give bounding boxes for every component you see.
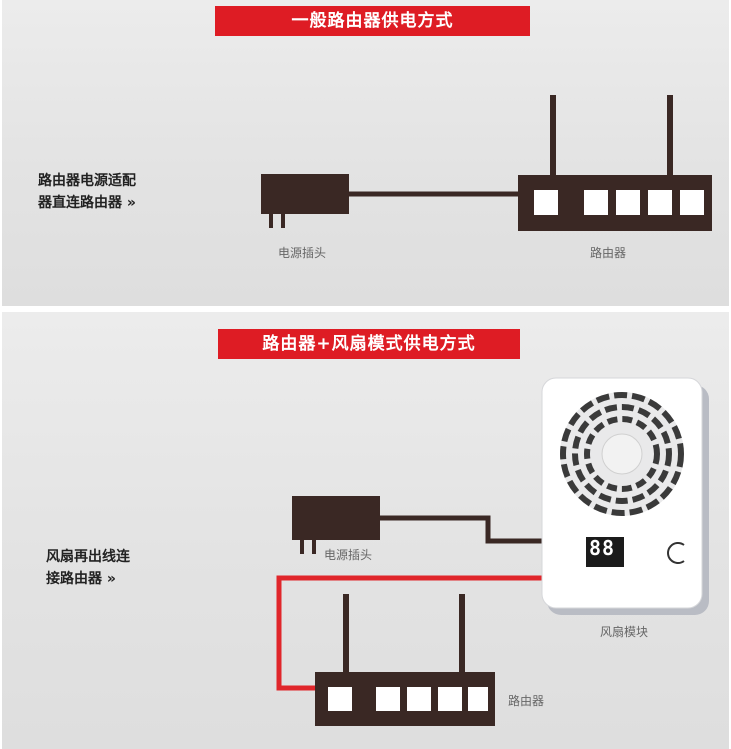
- power-adapter-icon: [292, 496, 380, 554]
- caption-router: 路由器: [508, 694, 545, 708]
- power-button-icon: [667, 542, 685, 564]
- power-cable: [380, 515, 545, 544]
- power-adapter-icon: [261, 174, 349, 228]
- description-standard-power: 路由器电源适配 器直连路由器 »: [38, 170, 136, 214]
- caption-fan-module: 风扇模块: [600, 625, 649, 639]
- output-cable-red: [276, 575, 545, 691]
- caption-router: 路由器: [590, 246, 627, 260]
- banner-fan-power: 路由器+风扇模式供电方式: [218, 329, 520, 359]
- description-line-1: 风扇再出线连: [46, 549, 130, 565]
- banner-standard-power: 一般路由器供电方式: [215, 6, 530, 36]
- caption-power-plug: 电源插头: [278, 246, 327, 260]
- fan-grille: [560, 392, 684, 516]
- caption-power-plug: 电源插头: [324, 548, 373, 562]
- fan-temperature-display: 88: [589, 536, 616, 560]
- description-line-2: 接路由器 »: [46, 571, 116, 587]
- router-icon: [315, 594, 495, 726]
- description-fan-power: 风扇再出线连 接路由器 »: [46, 546, 130, 590]
- fan-module-icon: [541, 377, 709, 615]
- description-line-1: 路由器电源适配: [38, 173, 136, 189]
- description-line-2: 器直连路由器 »: [38, 195, 136, 211]
- router-icon: [518, 95, 712, 231]
